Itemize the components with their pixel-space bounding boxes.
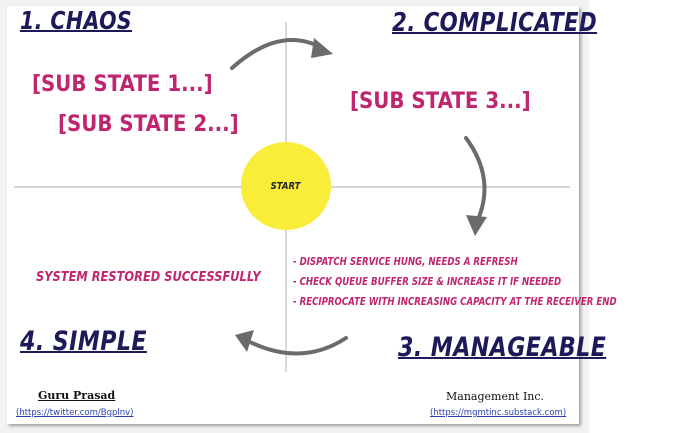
publication-link[interactable]: (https://mgmtinc.substack.com) (430, 408, 567, 418)
sub-state-3: [SUB STATE 3...] (350, 89, 531, 114)
bullet-item: - RECIPROCATE WITH INCREASING CAPACITY A… (293, 296, 617, 308)
sub-state-2: [SUB STATE 2...] (58, 112, 239, 137)
arrow-chaos-to-complicated (230, 38, 333, 70)
author-link[interactable]: (https://twitter.com/Bgplnv) (16, 408, 134, 418)
arrow-manageable-to-simple (235, 330, 348, 356)
simple-status-note: SYSTEM RESTORED SUCCESSFULLY (36, 270, 261, 285)
publication-name: Management Inc. (446, 390, 545, 403)
diagram-canvas: 1. CHAOS 2. COMPLICATED 3. MANAGEABLE 4.… (0, 0, 617, 433)
quadrant-title-chaos: 1. CHAOS (20, 6, 133, 35)
manageable-bullet-list: - DISPATCH SERVICE HUNG, NEEDS A REFRESH… (293, 252, 688, 312)
bullet-item: - CHECK QUEUE BUFFER SIZE & INCREASE IT … (293, 276, 562, 288)
sub-state-1: [SUB STATE 1...] (32, 72, 213, 97)
quadrant-title-complicated: 2. COMPLICATED (392, 8, 598, 38)
bullet-item: - DISPATCH SERVICE HUNG, NEEDS A REFRESH (293, 256, 518, 268)
start-circle: START (241, 142, 331, 230)
author-name: Guru Prasad (38, 389, 116, 402)
start-label: START (271, 180, 301, 192)
quadrant-title-simple: 4. SIMPLE (20, 326, 147, 357)
arrow-complicated-to-manageable (464, 136, 487, 236)
quadrant-title-manageable: 3. MANAGEABLE (398, 332, 607, 363)
